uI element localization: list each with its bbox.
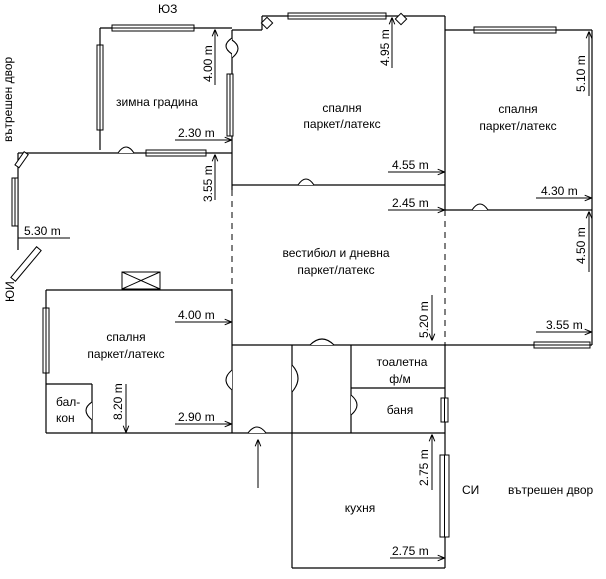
room-label-kitchen: кухня: [345, 501, 376, 515]
courtyard-left-label: вътрешен двор: [1, 57, 15, 142]
doors: [85, 37, 489, 434]
dim-4-00-mid: 4.00 m: [178, 308, 215, 322]
ventilation-shaft: [121, 271, 161, 290]
dim-4-00-top: 4.00 m: [201, 45, 215, 82]
dim-2-30: 2.30 m: [178, 126, 215, 140]
open-boundaries: [231, 190, 446, 345]
room-label-toilet-2: ф/м: [389, 372, 410, 386]
room-label-living-floor: паркет/латекс: [297, 263, 374, 277]
room-label-bedroom-left-floor: паркет/латекс: [87, 347, 164, 361]
dim-4-50: 4.50 m: [574, 227, 588, 264]
dim-4-30: 4.30 m: [541, 184, 578, 198]
courtyard-right-label: вътрешен двор: [508, 483, 593, 497]
room-label-bedroom-center-floor: паркет/латекс: [303, 117, 380, 131]
room-label-bedroom-left-name: спалня: [106, 330, 145, 344]
room-label-bath: баня: [387, 403, 413, 417]
orientation-sw: ЮЗ: [158, 2, 177, 16]
dim-5-10: 5.10 m: [574, 55, 588, 92]
dim-2-45: 2.45 m: [392, 196, 429, 210]
dim-2-90: 2.90 m: [178, 410, 215, 424]
windows: [10, 12, 591, 538]
room-label-bedroom-center-name: спалня: [322, 101, 361, 115]
dim-5-20: 5.20 m: [417, 301, 431, 338]
dim-4-95: 4.95 m: [378, 29, 392, 66]
dim-3-55-left: 3.55 m: [201, 165, 215, 202]
room-label-winter-garden: зимна градина: [116, 95, 198, 109]
corner-marks: [260, 12, 408, 30]
room-label-bedroom-right-name: спалня: [498, 102, 537, 116]
dim-2-75-bottom: 2.75 m: [392, 544, 429, 558]
dim-5-30: 5.30 m: [24, 224, 61, 238]
room-label-toilet-1: тоалетна: [377, 355, 428, 369]
dim-8-20: 8.20 m: [111, 383, 125, 420]
dimension-lines: [18, 18, 591, 558]
orientation-ne: СИ: [462, 483, 479, 497]
dim-3-55-right: 3.55 m: [546, 318, 583, 332]
walls: [17, 15, 593, 569]
room-label-living-name: вестибюл и дневна: [282, 246, 389, 260]
dim-2-75-vert: 2.75 m: [417, 449, 431, 486]
room-label-balcony-1: бал-: [56, 395, 80, 409]
orientation-se: ЮИ: [3, 281, 17, 302]
dim-4-55: 4.55 m: [392, 158, 429, 172]
room-label-bedroom-right-floor: паркет/латекс: [479, 119, 556, 133]
room-label-balcony-2: кон: [56, 411, 75, 425]
